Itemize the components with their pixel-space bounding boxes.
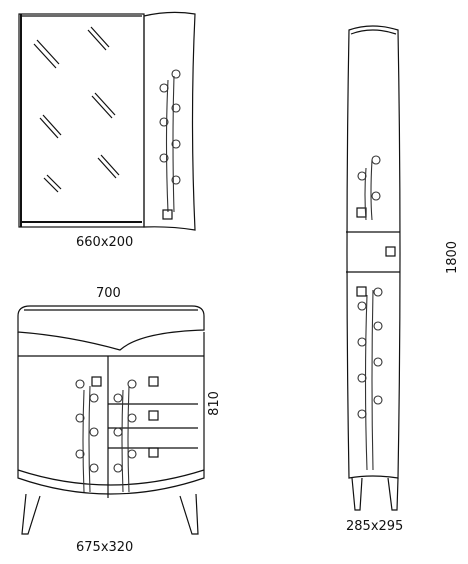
vanity-unit <box>17 305 205 535</box>
vanity-depth-label: 675x320 <box>76 540 134 555</box>
tall-column <box>346 25 401 511</box>
decor-curls-mirror <box>159 69 181 213</box>
handle-icon <box>148 447 159 458</box>
handle-icon <box>148 376 159 387</box>
handle-icon <box>385 246 396 257</box>
column-depth-label: 285x295 <box>346 519 404 534</box>
handle-icon <box>162 209 173 220</box>
handle-icon <box>356 286 367 297</box>
decor-curls-vanity-right <box>113 379 137 493</box>
handle-icon <box>148 410 159 421</box>
decor-curls-column-top <box>357 155 381 221</box>
decor-curls-vanity-left <box>75 379 99 493</box>
handle-icon <box>356 207 367 218</box>
vanity-width-label: 700 <box>96 286 121 301</box>
mirror-glass <box>33 26 120 193</box>
mirror-cabinet <box>18 11 196 231</box>
vanity-height-label: 810 <box>206 391 222 416</box>
column-height-label: 1800 <box>445 240 461 275</box>
decor-curls-column-bottom <box>357 287 383 471</box>
handle-icon <box>91 376 102 387</box>
mirror-dimension-label: 660x200 <box>76 235 134 250</box>
